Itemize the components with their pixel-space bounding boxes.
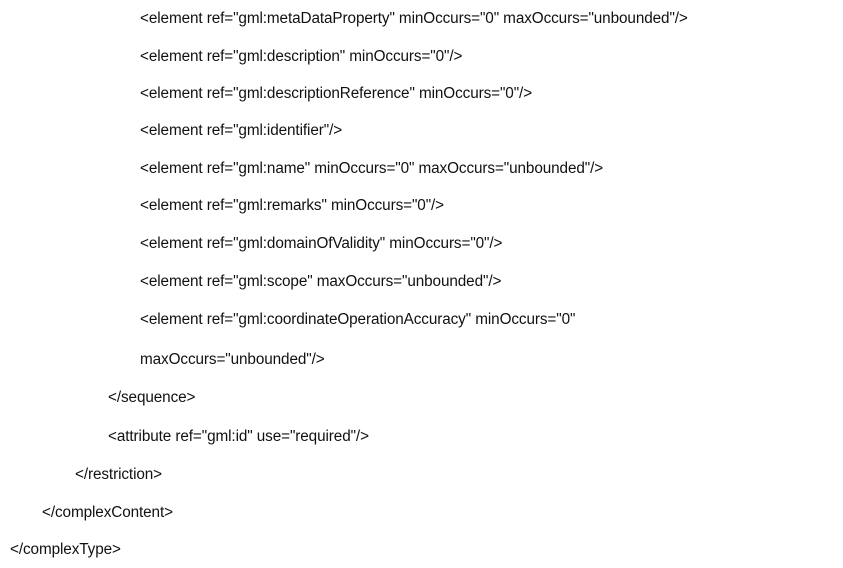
code-line: </restriction> bbox=[75, 466, 163, 483]
code-line: <element ref="gml:coordinateOperationAcc… bbox=[140, 311, 576, 328]
code-line: <element ref="gml:identifier"/> bbox=[140, 122, 343, 139]
code-line: <element ref="gml:remarks" minOccurs="0"… bbox=[140, 197, 445, 214]
code-line: <element ref="gml:scope" maxOccurs="unbo… bbox=[140, 273, 502, 290]
code-line: maxOccurs="unbounded"/> bbox=[140, 351, 325, 368]
code-line: <element ref="gml:descriptionReference" … bbox=[140, 85, 533, 102]
code-line: </complexType> bbox=[10, 541, 121, 558]
code-line: <element ref="gml:metaDataProperty" minO… bbox=[140, 10, 688, 27]
code-line: </complexContent> bbox=[42, 504, 173, 521]
code-line: </sequence> bbox=[108, 389, 196, 406]
code-line: <attribute ref="gml:id" use="required"/> bbox=[108, 428, 369, 445]
code-line: <element ref="gml:name" minOccurs="0" ma… bbox=[140, 160, 604, 177]
code-line: <element ref="gml:description" minOccurs… bbox=[140, 48, 463, 65]
code-line: <element ref="gml:domainOfValidity" minO… bbox=[140, 235, 503, 252]
